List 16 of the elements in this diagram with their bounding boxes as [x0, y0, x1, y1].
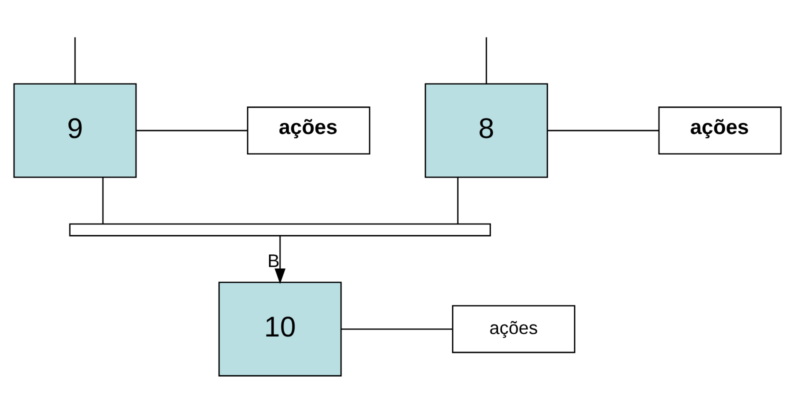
connector — [102, 177, 104, 224]
node-box: 8 — [424, 83, 548, 178]
connector — [74, 37, 76, 84]
node-box: ações — [452, 305, 576, 354]
node-bar — [69, 223, 491, 236]
arrow — [274, 236, 286, 284]
node-box: 10 — [218, 282, 342, 376]
node-box: 9 — [13, 83, 137, 178]
connector — [457, 177, 458, 224]
node-box: ações — [246, 106, 370, 155]
connector — [486, 37, 488, 84]
connector — [341, 328, 452, 330]
node-box: ações — [658, 106, 782, 155]
connector — [136, 130, 248, 132]
edge-label: B — [268, 250, 280, 271]
connector — [548, 130, 659, 132]
